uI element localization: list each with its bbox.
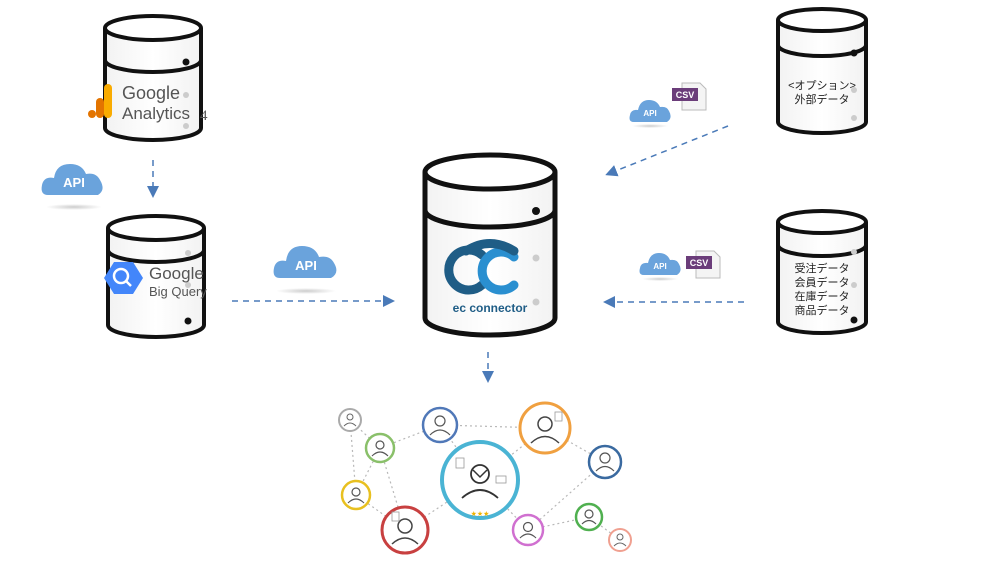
network-node [511,513,545,547]
api-cloud-left: API [41,164,103,210]
business-data-4: 商品データ [795,303,850,317]
external-line1: <オプション> [788,79,856,92]
ga-suffix: 4 [200,108,208,124]
svg-text:API: API [643,109,656,118]
business-data-3: 在庫データ [795,289,850,303]
ga-line1: Google [122,83,180,103]
business-data-1: 受注データ [795,261,850,275]
network-node [587,444,623,480]
network-node [574,502,604,532]
arrow-external-to-center [605,125,729,177]
network-node [380,505,430,555]
network-node [340,479,372,511]
google-analytics-database [103,14,203,142]
external-line2: 外部データ [795,92,850,106]
csv-file-icon-right: CSV [686,250,721,279]
ec-connector-label: ec connector [453,301,528,315]
network-node [364,432,396,464]
bq-line1: Google [149,264,204,283]
svg-text:★★★: ★★★ [471,510,490,518]
network-node [338,408,362,432]
api-cloud-top-right: API [629,100,671,128]
bigquery-database [106,214,206,339]
svg-text:CSV: CSV [690,258,709,268]
csv-file-icon-top: CSV [672,82,707,111]
customer-network-illustration: ★★★ [338,401,632,555]
ga-line2: Analytics [122,104,190,123]
network-node [608,528,632,552]
bigquery-logo-icon [104,262,143,294]
svg-text:CSV: CSV [676,90,695,100]
ec-connector-logo-icon [444,239,519,295]
svg-text:API: API [63,175,85,190]
svg-text:API: API [295,258,317,273]
bq-line2: Big Query [149,284,207,299]
business-data-database [776,209,868,335]
api-cloud-right: API [639,253,681,281]
api-cloud-center: API [273,246,337,294]
svg-text:API: API [653,262,666,271]
network-node [421,406,459,444]
google-analytics-logo [88,84,112,118]
external-data-database [776,7,868,135]
business-data-2: 会員データ [795,275,850,289]
network-node-hub: ★★★ [440,440,520,520]
network-node [518,401,572,455]
